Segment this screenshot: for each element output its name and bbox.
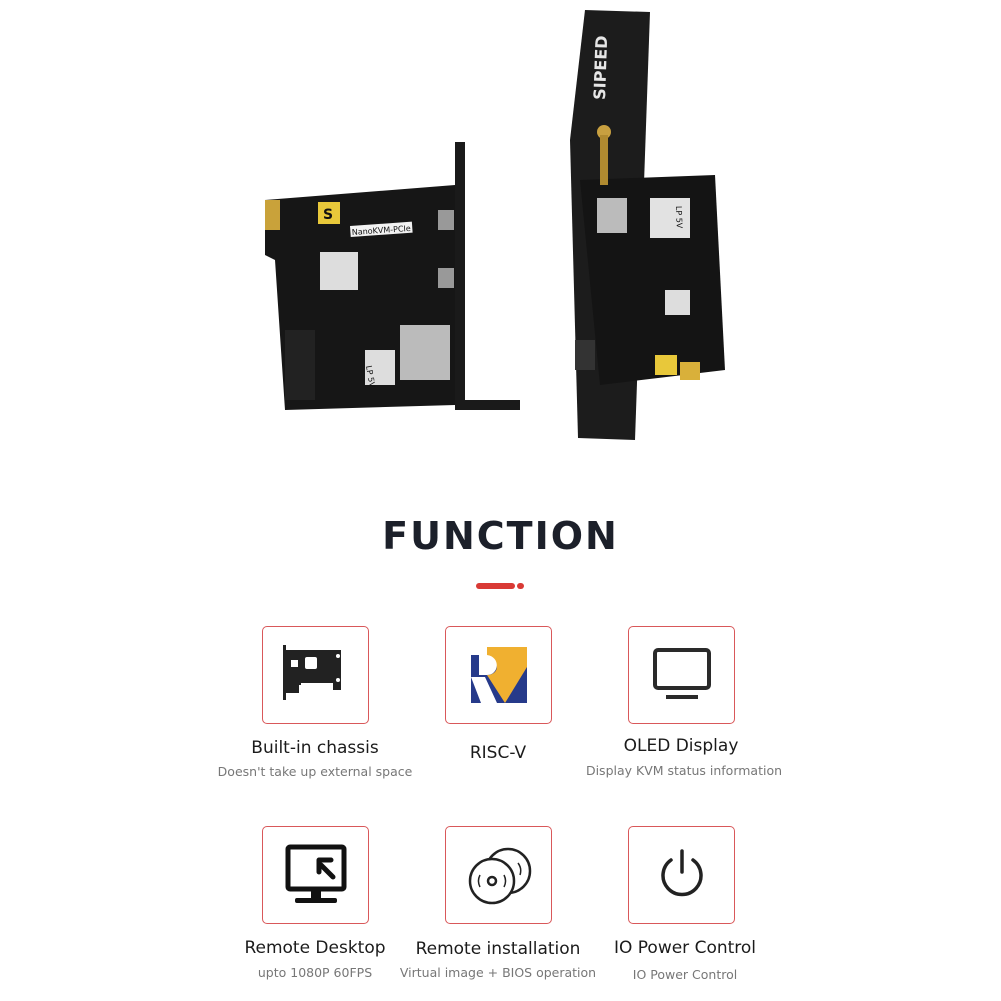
accent-bar: [476, 583, 515, 589]
monitor-icon: [652, 648, 711, 699]
feature-subtitle: upto 1080P 60FPS: [257, 965, 373, 980]
feature-box-remote-installation: [445, 826, 552, 924]
bracket-brand-label: SIPEED: [590, 35, 611, 100]
svg-text:S: S: [323, 207, 333, 223]
feature-box-io-power-control: [628, 826, 735, 924]
feature-box-built-in-chassis: [262, 626, 369, 724]
section-heading: FUNCTION: [382, 514, 619, 558]
feature-title: Remote Desktop: [244, 938, 386, 958]
remote-desktop-icon: [285, 844, 346, 903]
feature-title: OLED Display: [623, 736, 739, 756]
feature-subtitle: IO Power Control: [632, 967, 738, 982]
feature-title: Remote installation: [415, 939, 581, 959]
accent-dot: [517, 583, 524, 589]
feature-title: Built-in chassis: [251, 738, 379, 758]
feature-title: IO Power Control: [613, 938, 757, 958]
feature-box-remote-desktop: [262, 826, 369, 924]
left-board: S NanoKVM-PCIe LP 5V: [265, 142, 520, 410]
product-photo: S NanoKVM-PCIe LP 5V SIPEED LP 5V: [265, 10, 725, 440]
power-icon: [660, 849, 703, 897]
board-label-model: NanoKVM-PCIe: [352, 224, 412, 237]
feature-subtitle: Virtual image + BIOS operation: [399, 965, 597, 980]
right-board: SIPEED LP 5V: [570, 10, 725, 440]
risc-v-logo-icon: [470, 647, 527, 703]
discs-icon: [468, 847, 531, 905]
feature-box-risc-v: [445, 626, 552, 724]
board-label-lp5v-right: LP 5V: [674, 206, 684, 229]
board-label-lp5v-left: LP 5V: [364, 365, 377, 389]
feature-box-oled-display: [628, 626, 735, 724]
feature-title: RISC-V: [469, 743, 527, 763]
feature-subtitle: Doesn't take up external space: [217, 764, 413, 779]
feature-subtitle: Display KVM status information: [585, 763, 783, 778]
pcie-card-icon: [282, 645, 341, 700]
